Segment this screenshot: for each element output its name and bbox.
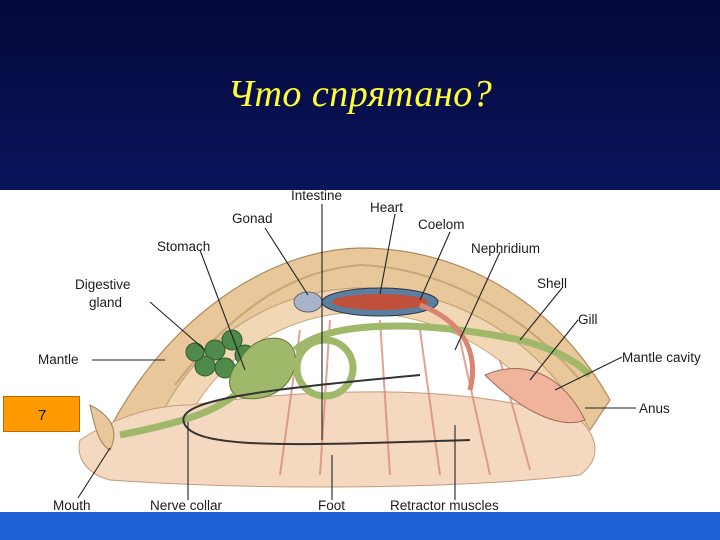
label-coelom: Coelom xyxy=(418,217,465,232)
number-badge[interactable]: 7 xyxy=(3,396,80,432)
label-stomach: Stomach xyxy=(157,239,210,254)
bottom-band xyxy=(0,512,720,540)
label-shell: Shell xyxy=(537,276,567,291)
label-gonad: Gonad xyxy=(232,211,273,226)
label-retractor-muscles: Retractor muscles xyxy=(390,498,499,512)
mollusc-anatomy-illustration: Intestine Heart Gonad Coelom Stomach Nep… xyxy=(38,190,701,512)
mantle-layer xyxy=(149,287,591,446)
label-foot: Foot xyxy=(318,498,345,512)
label-digestive: Digestive xyxy=(75,277,131,292)
label-anus: Anus xyxy=(639,401,670,416)
nerve-cord-shape xyxy=(184,424,471,446)
label-mantle-cavity: Mantle cavity xyxy=(622,350,701,365)
label-gland: gland xyxy=(89,295,122,310)
slide-title: Что спрятано? xyxy=(227,73,493,115)
mouth-shape xyxy=(89,404,115,451)
label-nerve-collar: Nerve collar xyxy=(150,498,223,512)
foot-body xyxy=(78,391,596,488)
label-mouth: Mouth xyxy=(53,498,91,512)
label-intestine: Intestine xyxy=(291,190,342,203)
label-heart: Heart xyxy=(370,200,403,215)
heart-shape xyxy=(332,294,428,310)
nephridium-shape xyxy=(419,302,476,391)
intestine-loop xyxy=(293,336,357,400)
label-mantle: Mantle xyxy=(38,352,79,367)
label-gill: Gill xyxy=(578,312,598,327)
gill-shape xyxy=(484,368,586,424)
mollusc-diagram-panel: Intestine Heart Gonad Coelom Stomach Nep… xyxy=(0,190,720,512)
label-nephridium: Nephridium xyxy=(471,241,540,256)
